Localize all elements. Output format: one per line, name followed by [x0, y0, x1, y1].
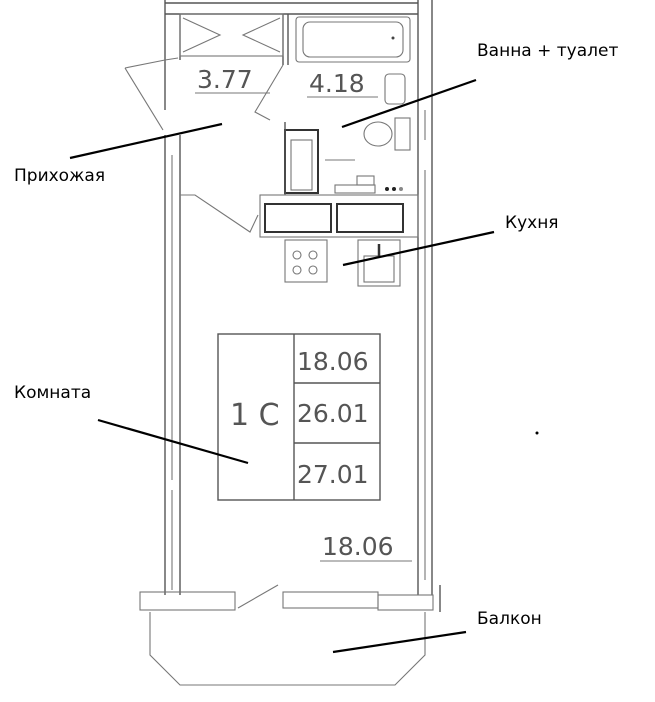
room-area: 18.06 — [322, 532, 394, 561]
hallway-pointer — [69, 122, 223, 160]
kitchen-sink — [357, 239, 401, 287]
hallway-area: 3.77 — [197, 65, 253, 94]
kitchen-label: Кухня — [505, 213, 559, 233]
balcony-pointer — [332, 630, 467, 654]
stove — [284, 239, 328, 283]
balcony-label: Балкон — [477, 609, 542, 629]
legend-row: 27.01 — [297, 460, 369, 489]
closet — [179, 13, 284, 57]
kitchen-pointer — [342, 230, 495, 267]
balcony-structure — [139, 584, 441, 686]
hallway-label: Прихожая — [14, 166, 105, 186]
room-pointer — [97, 418, 249, 465]
bathroom-pointer — [341, 78, 477, 129]
toilet — [363, 117, 411, 151]
entry-door — [124, 57, 284, 131]
room-label: Комната — [14, 383, 91, 403]
kitchen-cabinets — [259, 194, 419, 238]
hallway-door — [180, 194, 259, 233]
apartment-legend: 1 С 18.06 26.01 27.01 — [217, 333, 381, 501]
bathroom-sink — [384, 73, 406, 105]
washing-machine — [284, 129, 403, 194]
bathroom-label: Ванна + туалет — [477, 41, 618, 61]
legend-row: 26.01 — [297, 399, 369, 428]
legend-row: 18.06 — [297, 347, 369, 376]
bathroom-area: 4.18 — [309, 69, 365, 98]
apartment-type: 1 С — [230, 398, 280, 433]
bathtub — [295, 16, 411, 63]
